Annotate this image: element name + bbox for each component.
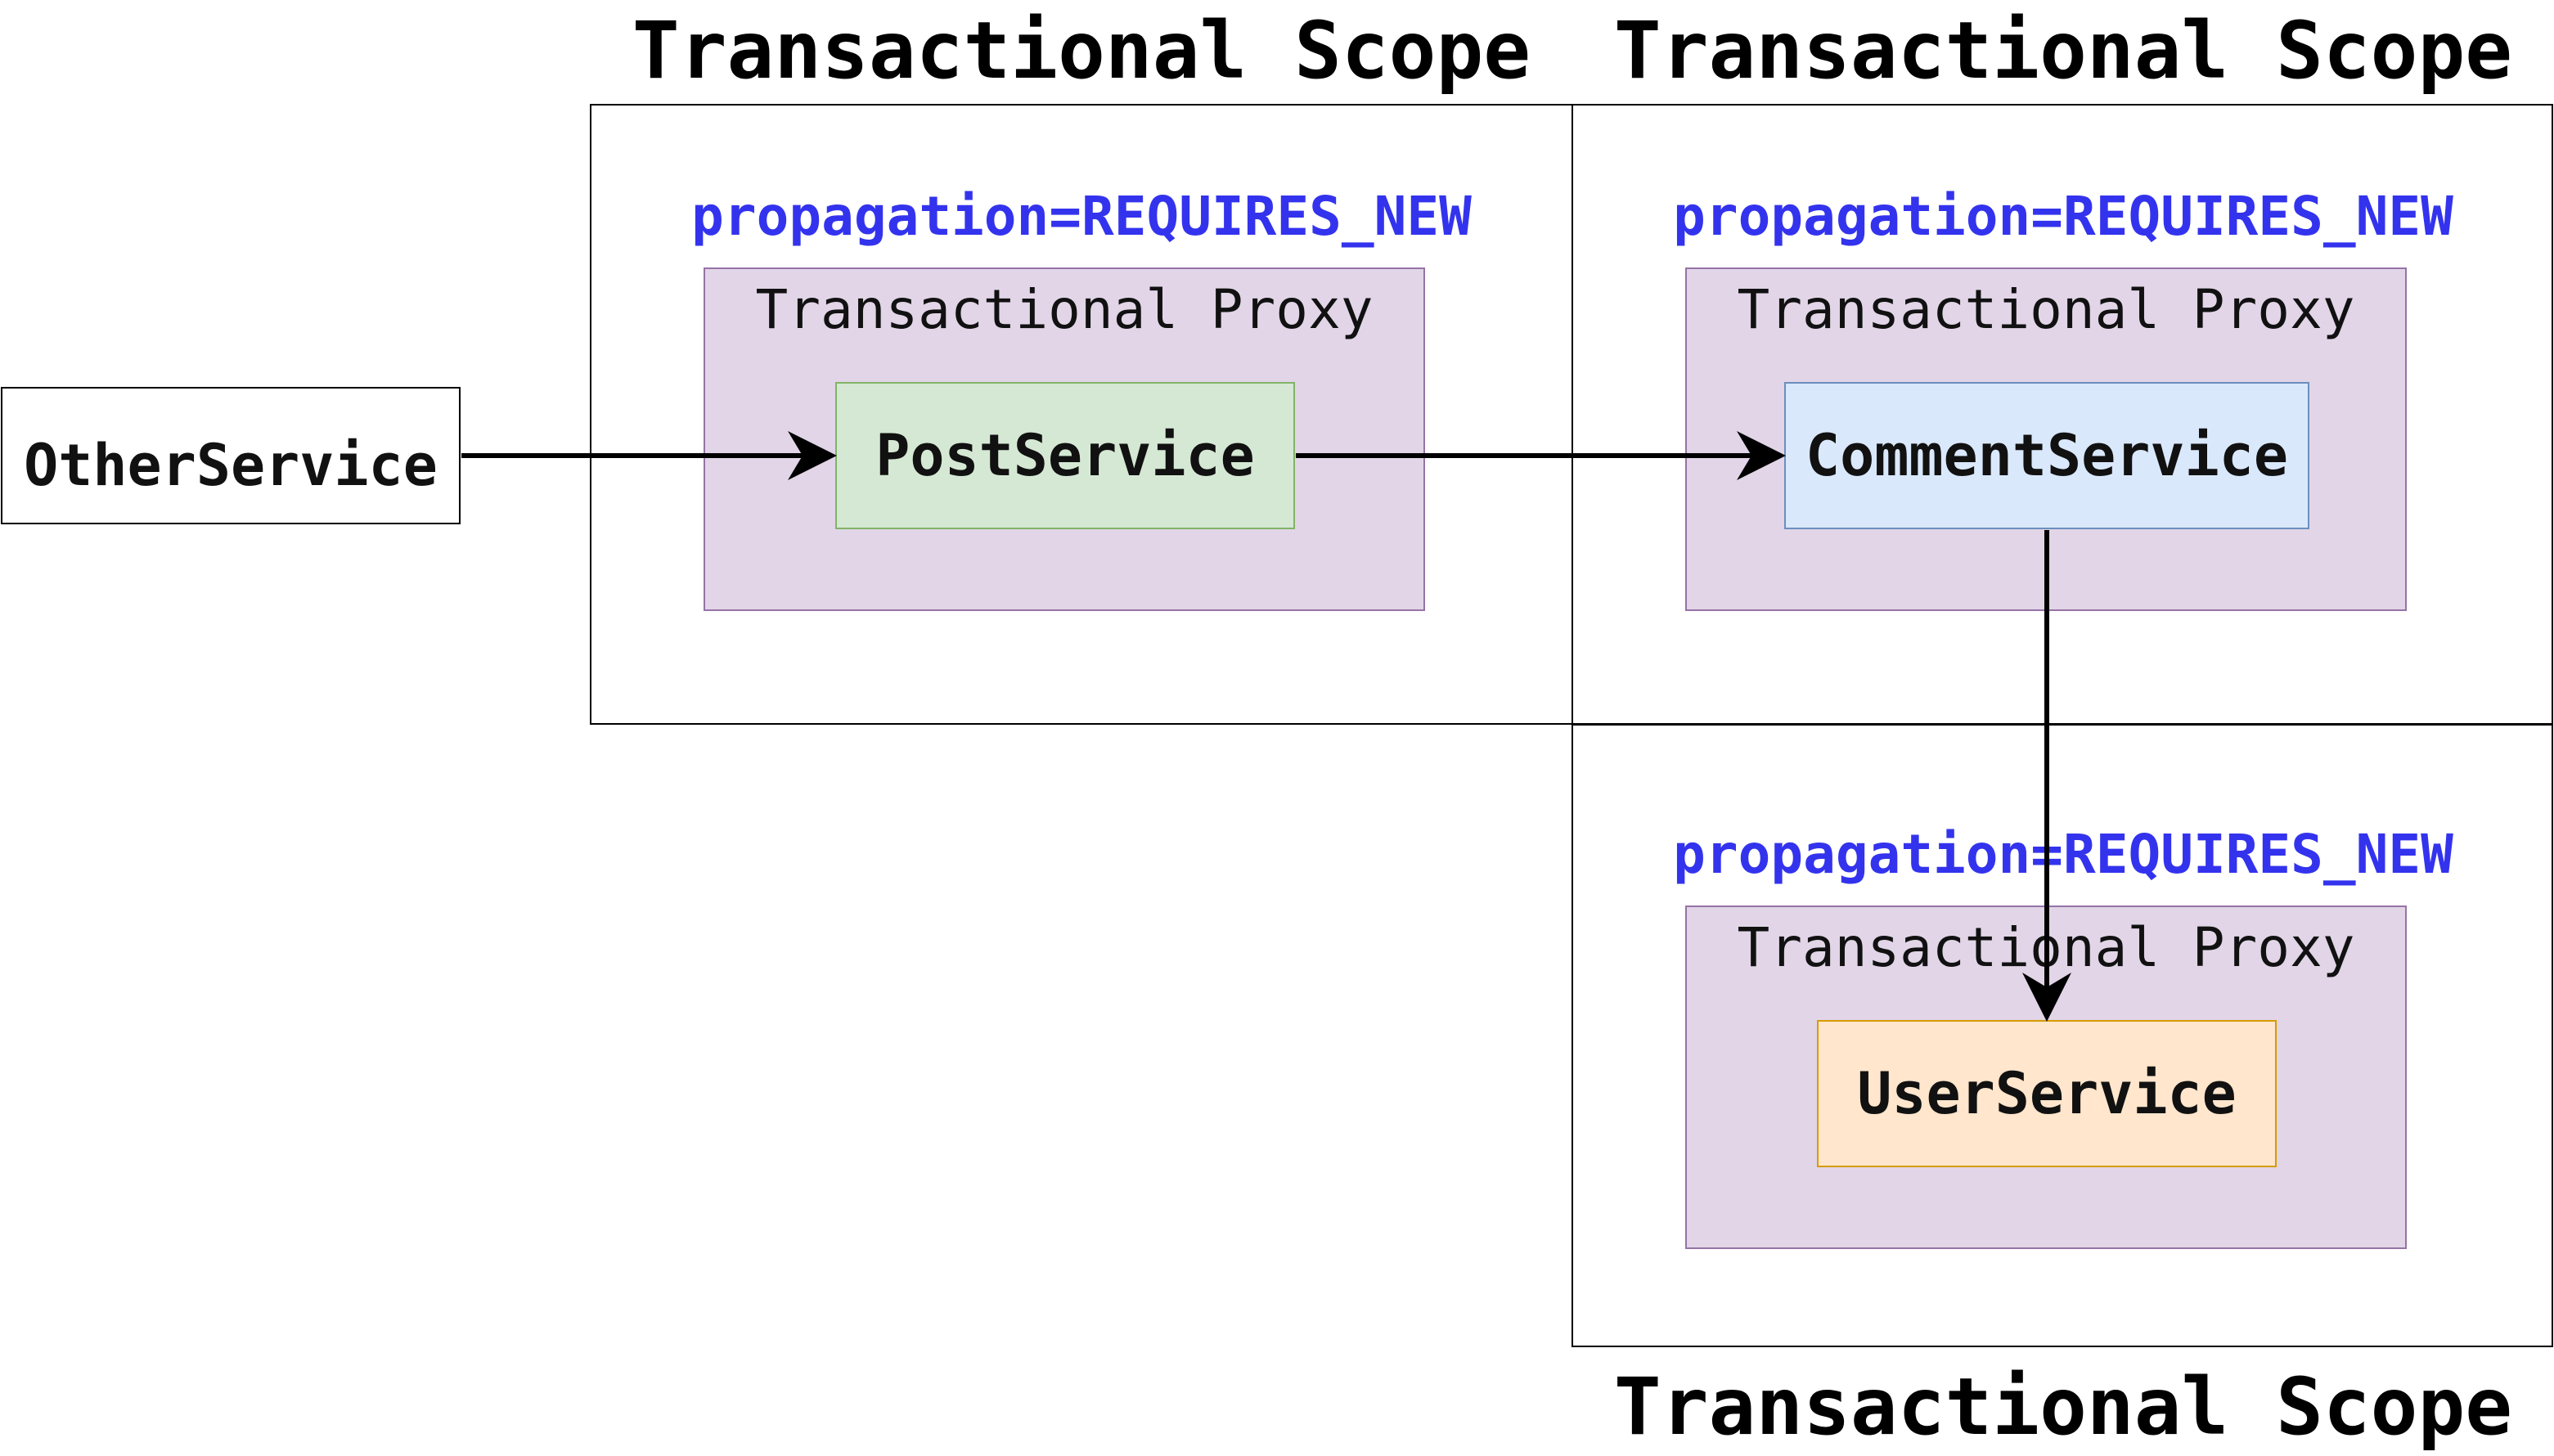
scope-1-title: Transactional Scope (632, 5, 1531, 97)
proxy-label-1: Transactional Proxy (755, 278, 1374, 341)
propagation-label-1: propagation=REQUIRES_NEW (691, 185, 1472, 248)
scope-2-title: Transactional Scope (1613, 5, 2513, 97)
other-service-box: OtherService (1, 387, 461, 524)
scope-3-title: Transactional Scope (1613, 1361, 2513, 1453)
post-service-box: PostService (835, 382, 1295, 529)
comment-service-box: CommentService (1784, 382, 2309, 529)
user-service-box: UserService (1817, 1020, 2277, 1167)
proxy-label-2: Transactional Proxy (1737, 278, 2355, 341)
transactional-scope-3 (1572, 724, 2553, 1347)
propagation-label-2: propagation=REQUIRES_NEW (1673, 185, 2453, 248)
propagation-label-3: propagation=REQUIRES_NEW (1673, 823, 2453, 886)
